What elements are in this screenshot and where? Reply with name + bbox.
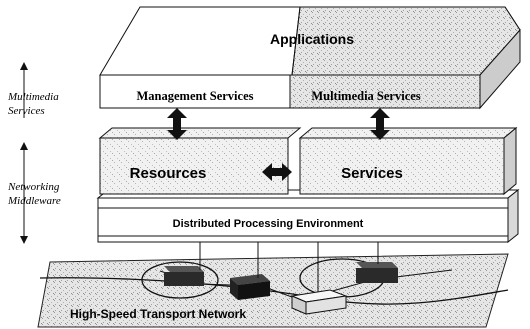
side-label-networking: Networking bbox=[7, 181, 60, 193]
switch-device-center bbox=[230, 274, 270, 300]
side-arrow-lower-icon bbox=[20, 142, 28, 244]
horizontal-double-arrow-icon bbox=[262, 163, 292, 181]
side-label-multimedia: Multimedia bbox=[7, 91, 59, 103]
dpe-label: Distributed Processing Environment bbox=[173, 218, 364, 230]
network-floor: High-Speed Transport Network bbox=[37, 253, 509, 328]
services-label: Services bbox=[341, 165, 403, 182]
vertical-arrow-right-icon bbox=[370, 108, 390, 140]
dpe-layer: Distributed Processing Environment bbox=[96, 188, 520, 244]
applications-title: Applications bbox=[270, 31, 354, 47]
multimedia-services-label: Multimedia Services bbox=[311, 89, 420, 103]
side-label-services: Services bbox=[8, 105, 45, 117]
network-cluster-left bbox=[141, 261, 219, 299]
network-label: High-Speed Transport Network bbox=[70, 307, 246, 321]
hub-device-white bbox=[290, 289, 348, 315]
resources-label: Resources bbox=[130, 165, 207, 182]
applications-layer: Applications Management Services Multime… bbox=[99, 6, 521, 110]
side-arrow-upper-icon bbox=[20, 62, 28, 118]
network-links bbox=[199, 242, 379, 292]
services-box: Services bbox=[298, 126, 518, 196]
router-device-left bbox=[164, 266, 204, 286]
resources-box: Resources bbox=[98, 127, 302, 195]
side-label-middleware: Middleware bbox=[7, 195, 61, 207]
router-device-right bbox=[356, 262, 398, 283]
management-services-label: Management Services bbox=[137, 89, 254, 103]
vertical-arrow-left-icon bbox=[167, 108, 187, 140]
